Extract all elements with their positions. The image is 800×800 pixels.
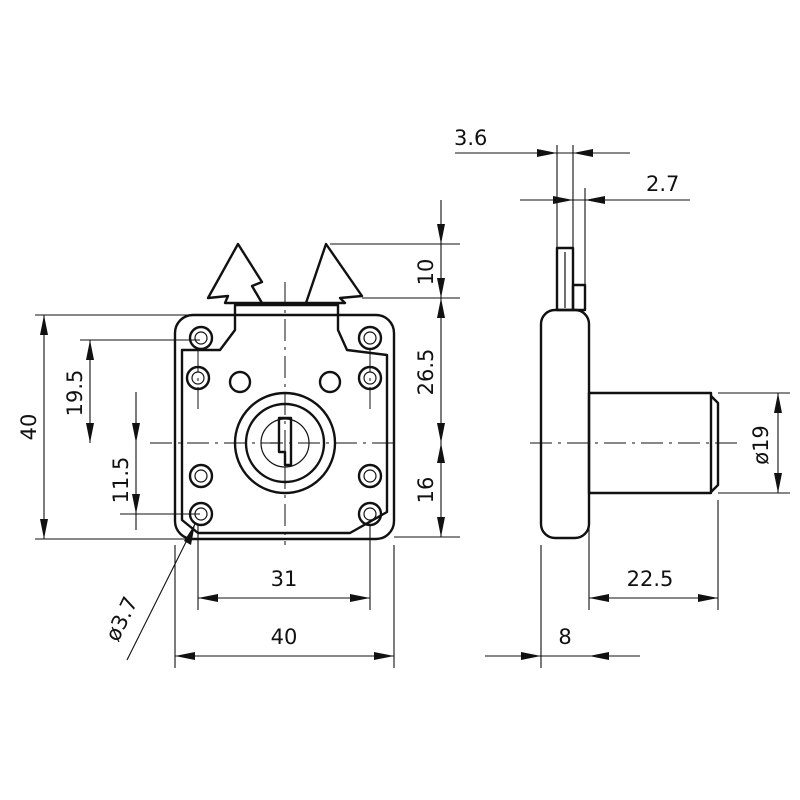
bolt-pin-step xyxy=(571,283,587,312)
mounting-hole xyxy=(357,463,383,489)
right-latch-claw xyxy=(304,242,364,305)
dim-label-bottom-40: 40 xyxy=(271,625,298,649)
front-plate-inner xyxy=(180,303,389,535)
mounting-hole xyxy=(188,325,214,351)
side-flange xyxy=(539,308,591,540)
mounting-hole-inner xyxy=(194,469,208,483)
fixing-hole xyxy=(318,370,342,394)
side-view xyxy=(530,246,740,540)
dim-label-11-5: 11.5 xyxy=(109,457,133,504)
front-view xyxy=(150,242,400,545)
dim-label-8: 8 xyxy=(558,625,571,649)
left-latch-claw xyxy=(206,242,264,305)
dim-label-22-5: 22.5 xyxy=(627,567,674,591)
dim-label-16: 16 xyxy=(414,477,438,504)
dimension-lines xyxy=(35,145,790,668)
dimension-labels: 3.6 2.7 10 26.5 16 ø19 40 19.5 11.5 ø3.7… xyxy=(17,126,773,649)
mounting-hole-inner xyxy=(363,331,377,345)
dim-label-2-7: 2.7 xyxy=(646,172,679,196)
keyway-icon xyxy=(277,416,293,467)
front-plate-outer xyxy=(173,313,396,541)
dim-label-left-40: 40 xyxy=(17,414,41,441)
mounting-hole-inner xyxy=(363,507,377,521)
dim-label-3-6: 3.6 xyxy=(454,126,487,150)
dim-label-19-5: 19.5 xyxy=(63,370,87,417)
fixing-hole xyxy=(228,370,252,394)
dim-label-31: 31 xyxy=(271,567,298,591)
mounting-hole xyxy=(188,463,214,489)
mounting-hole-inner xyxy=(194,331,208,345)
side-cylinder-chamfer xyxy=(709,394,720,494)
dim-label-26-5: 26.5 xyxy=(414,349,438,396)
dim-label-diameter-19: ø19 xyxy=(749,425,773,465)
dim-label-10: 10 xyxy=(414,259,438,286)
mounting-holes xyxy=(185,325,383,527)
mounting-hole xyxy=(357,325,383,351)
mounting-hole-inner xyxy=(363,469,377,483)
dim-label-hole-diameter: ø3.7 xyxy=(101,593,143,645)
